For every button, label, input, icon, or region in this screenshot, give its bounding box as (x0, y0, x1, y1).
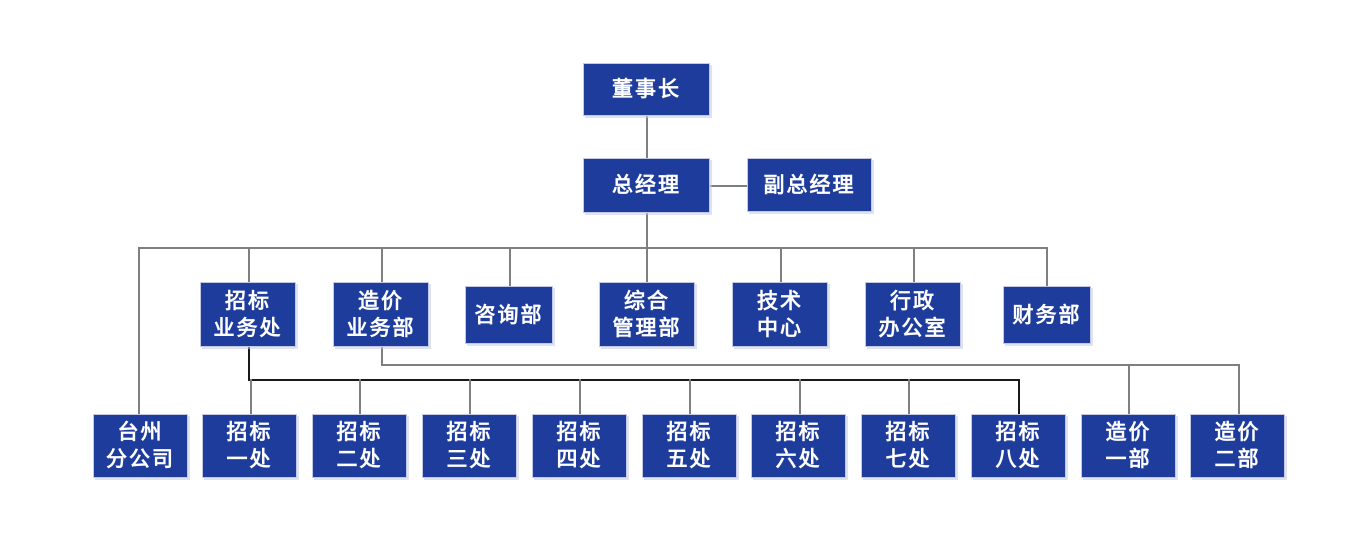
org-node-bidding-office-5: 招标五处 (642, 414, 737, 478)
org-node-label: 业务处 (213, 315, 283, 340)
org-node-label: 造价 (1214, 420, 1261, 444)
connector-line (908, 379, 910, 414)
org-node-label: 招标 (775, 420, 822, 444)
connector-line (138, 247, 1048, 249)
connector-line (248, 347, 250, 380)
org-node-cost-dept-2: 造价二部 (1190, 414, 1285, 478)
org-node-label: 分公司 (106, 447, 175, 471)
connector-line (780, 247, 782, 282)
org-node-label: 招标 (225, 288, 271, 313)
connector-line (509, 247, 511, 286)
org-node-bidding-office-2: 招标二处 (312, 414, 407, 478)
org-node-label: 行政 (890, 288, 936, 313)
org-node-label: 二处 (336, 447, 383, 471)
org-node-bidding-office-1: 招标一处 (202, 414, 297, 478)
connector-line (646, 116, 648, 158)
connector-line (1046, 247, 1048, 286)
org-node-label: 招标 (446, 420, 493, 444)
org-node-label: 八处 (995, 447, 1042, 471)
connector-line (913, 247, 915, 282)
connector-line (799, 379, 801, 414)
org-node-bidding-office-6: 招标六处 (751, 414, 846, 478)
org-node-label: 招标 (226, 420, 273, 444)
connector-line (1128, 364, 1130, 414)
org-node-label: 招标 (995, 420, 1042, 444)
connector-line (1018, 379, 1020, 414)
org-node-label: 三处 (446, 447, 493, 471)
org-node-label: 办公室 (878, 315, 948, 340)
org-node-label: 造价 (358, 288, 404, 313)
org-node-bidding-office-4: 招标四处 (532, 414, 627, 478)
org-node-label: 副总经理 (763, 172, 856, 197)
org-node-chairman: 董事长 (583, 63, 710, 116)
connector-line (381, 364, 1240, 366)
org-node-bidding-office-8: 招标八处 (971, 414, 1066, 478)
connector-line (248, 247, 250, 282)
org-node-label: 咨询部 (474, 302, 544, 327)
connector-line (1238, 364, 1240, 414)
org-node-label: 五处 (666, 447, 713, 471)
org-node-label: 一部 (1105, 447, 1152, 471)
connector-line (359, 379, 361, 414)
org-node-cost-dept-1: 造价一部 (1081, 414, 1176, 478)
connector-line (250, 379, 252, 414)
org-node-bidding-business-office: 招标业务处 (200, 282, 296, 347)
org-node-label: 招标 (336, 420, 383, 444)
org-node-administrative-office: 行政办公室 (865, 282, 961, 347)
org-node-technology-center: 技术中心 (732, 282, 828, 347)
connector-line (579, 379, 581, 414)
org-node-label: 一处 (226, 447, 273, 471)
org-node-finance-dept: 财务部 (1003, 286, 1091, 344)
org-node-label: 招标 (666, 420, 713, 444)
connector-line (248, 379, 1020, 381)
connector-line (646, 213, 648, 248)
connector-line (646, 247, 648, 282)
org-node-label: 管理部 (612, 315, 682, 340)
org-node-label: 四处 (556, 447, 603, 471)
org-node-label: 七处 (885, 447, 932, 471)
org-node-general-manager: 总经理 (583, 158, 710, 213)
org-node-label: 业务部 (346, 315, 416, 340)
org-node-label: 造价 (1105, 420, 1152, 444)
org-node-label: 招标 (556, 420, 603, 444)
org-node-label: 总经理 (612, 173, 681, 197)
connector-line (138, 247, 140, 414)
org-node-general-management-dept: 综合管理部 (599, 282, 695, 347)
org-node-bidding-office-7: 招标七处 (861, 414, 956, 478)
org-node-label: 技术 (757, 288, 803, 313)
org-node-label: 董事长 (612, 77, 681, 101)
org-node-label: 综合 (624, 288, 670, 313)
org-node-deputy-general-manager: 副总经理 (747, 158, 872, 212)
connector-line (710, 185, 747, 187)
org-node-taizhou-branch: 台州分公司 (93, 414, 188, 478)
connector-line (469, 379, 471, 414)
connector-line (689, 379, 691, 414)
connector-line (381, 347, 383, 365)
org-node-cost-business-dept: 造价业务部 (333, 282, 429, 347)
org-node-label: 中心 (757, 315, 803, 340)
connector-line (381, 247, 383, 282)
org-node-bidding-office-3: 招标三处 (422, 414, 517, 478)
org-node-label: 二部 (1214, 447, 1261, 471)
org-node-consulting-dept: 咨询部 (465, 286, 553, 344)
org-node-label: 招标 (885, 420, 932, 444)
org-node-label: 台州 (117, 420, 164, 444)
org-node-label: 六处 (775, 447, 822, 471)
org-node-label: 财务部 (1012, 302, 1082, 327)
